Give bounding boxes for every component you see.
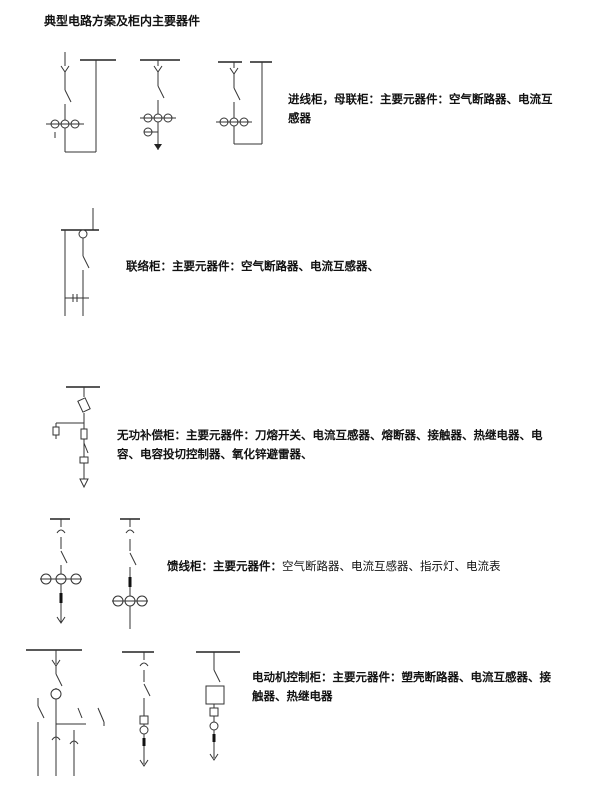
feeder-cabinet-description: 馈线柜：主要元器件：空气断路器、电流互感器、指示灯、电流表 (167, 559, 501, 573)
incoming-cabinet-diagram (46, 52, 272, 153)
tie-cabinet-diagram (61, 208, 99, 316)
reactive-compensation-diagram (52, 386, 100, 489)
incoming-cabinet-description: 进线柜，母联柜：主要元器件：空气断路器、电流互感器 (288, 92, 553, 125)
reactive-compensation-description: 无功补偿柜：主要元器件：刀熔开关、电流互感器、熔断器、接触器、热继电器、电容、电… (117, 428, 543, 461)
feeder-cabinet-diagram (40, 518, 148, 629)
tie-cabinet-description: 联络柜：主要元器件：空气断路器、电流互感器、 (126, 259, 379, 273)
motor-control-description: 电动机控制柜：主要元器件：塑壳断路器、电流互感器、接触器、热继电器 (252, 670, 551, 703)
motor-control-diagram (26, 649, 240, 776)
page-title: 典型电路方案及柜内主要器件 (44, 14, 201, 28)
